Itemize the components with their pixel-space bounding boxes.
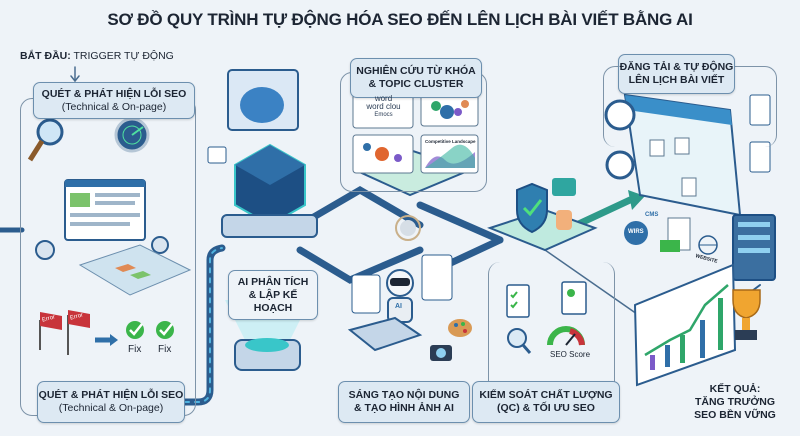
checklist-icon [506,284,530,318]
step-scan-top[interactable]: QUÉT & PHÁT HIỆN LỖI SEO (Technical & On… [33,82,195,119]
checkmark-icon [126,321,174,339]
step-research[interactable]: NGHIÊN CỨU TỪ KHÓA & TOPIC CLUSTER [350,58,482,98]
start-arrow-head [70,75,80,83]
globe-watermark-icon [395,215,421,241]
start-prefix: BẮT ĐẦU: [20,50,71,62]
ai-brain-cube-icon [221,69,318,238]
page-title: SƠ ĐỒ QUY TRÌNH TỰ ĐỘNG HÓA SEO ĐẾN LÊN … [107,10,693,29]
robot-spider-icon [35,236,169,260]
clock-icon [604,99,636,180]
step-scan-bottom[interactable]: QUÉT & PHÁT HIỆN LỖI SEO (Technical & On… [37,381,185,423]
robot-ai-badge: AI [395,303,402,310]
fix-label-1: Fix [128,344,142,355]
globe-icon [698,235,718,255]
wp-label: WIRS [628,229,644,235]
step-analyze-line1: AI PHÂN TÍCH [237,275,309,288]
competitive-landscape-card [420,134,479,174]
step-publish-line1: ĐĂNG TẢI & TỰ ĐỘNG [619,61,734,73]
error-flag-icon [39,310,90,355]
growth-chart-icon [633,263,737,387]
step-analyze-line2: & LẬP KẾ HOẠCH [248,288,298,314]
website-mockup-icon [64,179,146,241]
step-scan-bottom-subtitle: (Technical & On-page) [58,402,164,414]
step-scan-top-subtitle: (Technical & On-page) [61,100,167,113]
step-qc-line2: (QC) & TỐI ƯU SEO [497,402,595,414]
ai-robot-writer-icon [347,254,453,352]
search-shield-icon [507,328,532,354]
paint-palette-icon [448,319,472,337]
step-content-line2: & TẠO HÌNH ẢNH AI [354,402,454,414]
wordpress-icon [624,221,648,245]
step-content-line1: SÁNG TẠO NỘI DUNG [348,389,460,401]
scan-panel [20,98,196,416]
start-trigger-label: BẮT ĐẦU: TRIGGER TỰ ĐỘNG [20,50,185,63]
radar-icon [114,117,150,153]
server-icon [732,214,776,281]
word-cloud-text: word word clou Emocs [356,95,411,119]
start-text: TRIGGER TỰ ĐỘNG [73,50,174,62]
seo-score-label: SEO Score [550,350,591,359]
seo-score-gauge-icon [547,326,585,346]
calendar-icon [623,93,742,217]
step-content[interactable]: SÁNG TẠO NỘI DUNG & TẠO HÌNH ẢNH AI [338,381,470,423]
shield-check-icon [516,182,548,234]
pipe-scan-to-analyze-flow [184,247,223,403]
document-icon [660,217,691,252]
step-publish[interactable]: ĐĂNG TẢI & TỰ ĐỘNG LÊN LỊCH BÀI VIẾT [618,54,735,94]
cms-label: CMS [645,212,659,218]
fix-label-2: Fix [158,344,172,355]
pipe-analyze-to-research [296,185,424,229]
thumbs-up-icon [552,178,576,230]
word-cloud-word-2: word clou [366,102,401,111]
step-analyze[interactable]: AI PHÂN TÍCH & LẬP KẾ HOẠCH [228,270,318,320]
magnifier-icon [27,118,64,162]
bubble-chart-card [420,90,479,127]
trophy-icon [732,289,761,340]
error-grid-icon [78,244,192,296]
result-line3: SEO BỀN VỮNG [694,409,776,421]
competitive-landscape-label: Competitive Landscape [425,139,476,144]
result-label: KẾT QUẢ: TĂNG TRƯỞNG SEO BỀN VỮNG [690,383,780,422]
step-research-line2: & TOPIC CLUSTER [368,78,464,90]
result-line2: TĂNG TRƯỞNG [694,396,776,408]
approved-doc-icon [561,281,587,315]
pipe-research-to-qc [416,201,504,244]
code-icon [207,146,227,164]
scheduled-post-icon [749,94,771,173]
word-cloud-word-3: Emocs [374,112,393,118]
step-qc[interactable]: KIỂM SOÁT CHẤT LƯỢNG (QC) & TỐI ƯU SEO [472,381,620,423]
arrow-right-icon [95,334,118,346]
mindmap-card [352,134,414,174]
step-scan-bottom-title: QUÉT & PHÁT HIỆN LỖI SEO [38,389,184,401]
word-cloud-word-1: word [374,94,393,103]
pipe-analyze-to-content [296,246,424,284]
step-qc-line1: KIỂM SOÁT CHẤT LƯỢNG [479,389,613,401]
camera-icon [430,345,452,361]
step-research-line1: NGHIÊN CỨU TỪ KHÓA [356,65,476,77]
step-publish-line2: LÊN LỊCH BÀI VIẾT [628,74,725,86]
result-line1: KẾT QUẢ: [709,383,761,395]
step-scan-top-title: QUÉT & PHÁT HIỆN LỖI SEO [41,87,187,100]
